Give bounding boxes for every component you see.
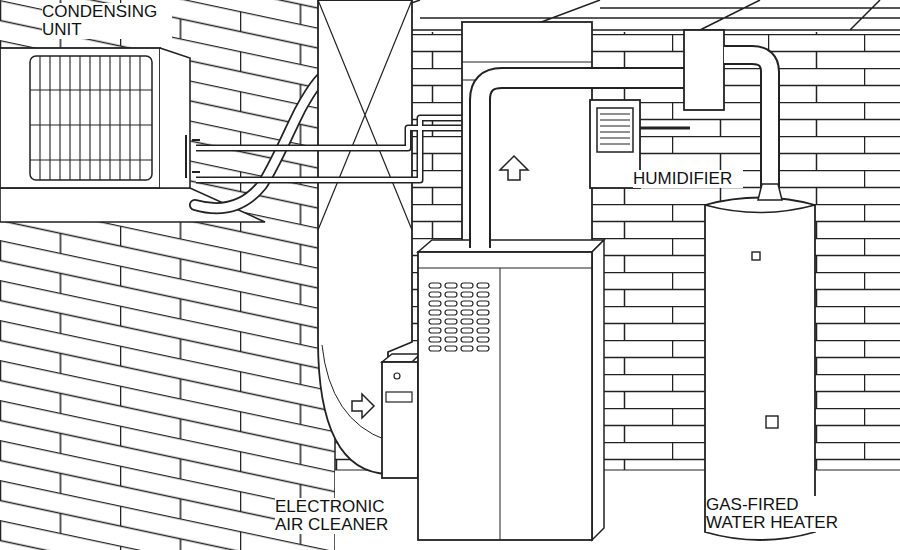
furnace-side <box>592 240 604 540</box>
duct-cross-break <box>318 0 412 230</box>
water-heater-tank <box>705 198 815 541</box>
gas-control <box>766 416 778 428</box>
part-label: ELECTRONIC AIR CLEANER <box>275 498 400 534</box>
part-label: GAS-FIRED WATER HEATER <box>706 496 856 532</box>
ceiling <box>335 0 900 32</box>
air-cleaner-top <box>382 354 420 362</box>
temperature-label <box>752 252 760 260</box>
air-cleaner-handle <box>386 392 412 402</box>
humidifier-water-line <box>640 127 690 130</box>
draft-hood <box>758 184 782 200</box>
left-brick-wall <box>0 0 335 550</box>
electronic-air-cleaner <box>382 362 418 478</box>
air-cleaner-light <box>394 373 400 379</box>
flue-pipe <box>480 78 700 248</box>
furnace-panel-lines <box>418 268 592 540</box>
duct-elbow-seam <box>322 345 386 440</box>
furnace-cabinet <box>418 252 592 540</box>
part-label: CONDENSING UNIT <box>42 3 172 39</box>
humidifier-grille <box>597 108 633 152</box>
humidifier-slats <box>600 114 630 144</box>
condenser-grille <box>30 56 152 180</box>
furnace-louvers <box>428 282 492 354</box>
airflow-arrow <box>352 394 374 418</box>
ceiling-joists <box>335 0 900 30</box>
part-label: HUMIDIFIER <box>633 170 743 188</box>
service-valves <box>186 135 200 178</box>
flue-pipe-outline <box>480 78 700 248</box>
chimney-connector <box>684 30 724 110</box>
water-heater-top-rim <box>705 205 815 213</box>
refrigerant-lines <box>196 118 472 180</box>
furnace-top <box>418 240 604 252</box>
refrigerant-lines-outline <box>196 118 472 180</box>
grille-bars <box>30 56 152 180</box>
airflow-arrow-up <box>500 156 528 180</box>
condensing-unit-body <box>0 48 160 188</box>
